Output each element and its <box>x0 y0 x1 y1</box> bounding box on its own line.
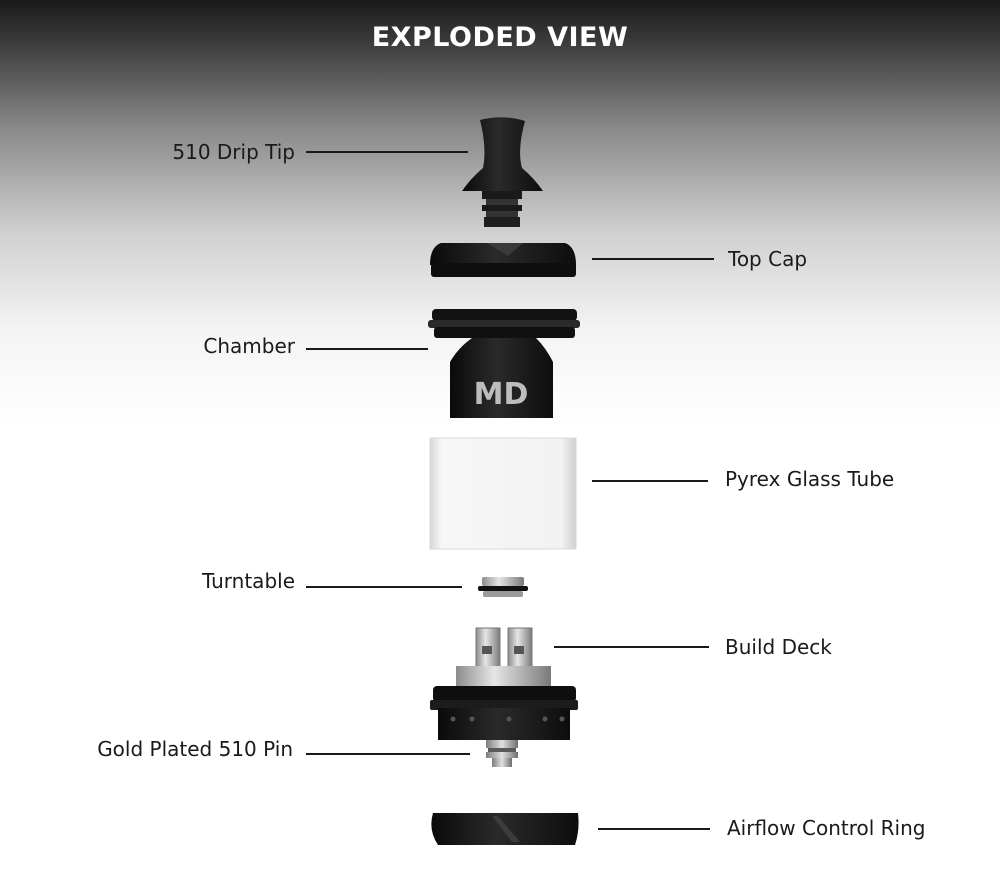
leader-pin <box>306 753 470 755</box>
leader-turntable <box>306 586 462 588</box>
label-glass-tube: Pyrex Glass Tube <box>725 467 895 491</box>
build-deck-part <box>430 627 578 740</box>
pin-510-part <box>486 740 518 767</box>
leader-drip-tip <box>306 151 468 153</box>
label-chamber: Chamber <box>203 334 295 358</box>
label-airflow-ring: Airflow Control Ring <box>727 816 926 840</box>
diagram-title: EXPLODED VIEW <box>371 22 629 53</box>
top-cap-part <box>430 243 576 277</box>
label-drip-tip: 510 Drip Tip <box>172 140 295 164</box>
label-pin: Gold Plated 510 Pin <box>97 737 293 761</box>
label-build-deck: Build Deck <box>725 635 832 659</box>
chamber-logo: MD <box>474 377 529 412</box>
leader-airflow-ring <box>598 828 710 830</box>
leader-chamber <box>306 348 428 350</box>
chamber-part: MD <box>428 309 580 418</box>
leader-build-deck <box>554 646 709 648</box>
drip-tip-part <box>462 117 543 227</box>
airflow-ring-part <box>431 813 579 845</box>
leader-glass-tube <box>592 480 708 482</box>
label-top-cap: Top Cap <box>728 247 808 271</box>
label-turntable: Turntable <box>201 569 295 593</box>
leader-top-cap <box>592 258 714 260</box>
turntable-part <box>478 577 528 597</box>
glass-tube-part <box>429 437 577 550</box>
